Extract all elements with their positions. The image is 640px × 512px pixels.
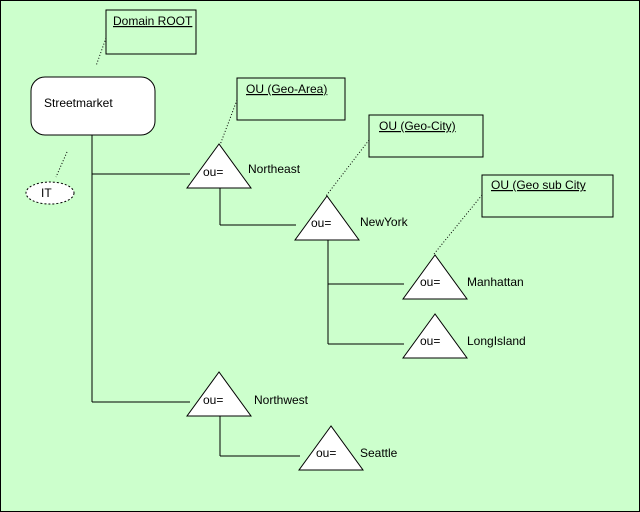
label-northeast: Northeast: [248, 162, 301, 176]
root-node: [30, 76, 156, 136]
geo-city-callout-label: OU (Geo-City): [379, 119, 456, 133]
geo-city-leader: [325, 139, 370, 197]
label-longisland: LongIsland: [467, 334, 526, 348]
geo-area-callout-label: OU (Geo-Area): [246, 82, 327, 96]
ou-prefix-seattle: ou=: [316, 446, 336, 460]
domain-root-callout-label: Domain ROOT: [113, 14, 193, 28]
label-newyork: NewYork: [360, 215, 409, 229]
ou-triangle-northeast: [186, 143, 252, 189]
geo-sub-city-callout-label: OU (Geo sub City: [491, 178, 586, 192]
domain-root-callout-box: [105, 9, 197, 55]
it-node: [25, 181, 75, 205]
ou-prefix-northeast: ou=: [203, 165, 223, 179]
ou-prefix-northwest: ou=: [203, 393, 223, 407]
ou-triangle-northwest: [186, 371, 252, 417]
geo-city-callout-box: [368, 114, 484, 158]
label-seattle: Seattle: [360, 446, 398, 460]
geo-area-callout-box: [236, 77, 346, 121]
it-leader: [55, 151, 68, 178]
ou-prefix-longisland: ou=: [420, 334, 440, 348]
root-node-label: Streetmarket: [44, 96, 113, 110]
geo-sub-city-leader: [433, 194, 483, 255]
geo-area-leader: [219, 99, 238, 146]
ou-triangle-seattle: [298, 425, 364, 471]
label-manhattan: Manhattan: [467, 275, 524, 289]
ou-prefix-manhattan: ou=: [420, 275, 440, 289]
ou-triangle-longisland: [402, 313, 468, 359]
ou-triangle-manhattan: [402, 254, 468, 300]
it-node-label: IT: [41, 186, 52, 200]
geo-sub-city-callout-box: [481, 174, 614, 218]
ou-triangle-newyork: [294, 195, 360, 241]
domain-root-callout-leader: [95, 37, 107, 67]
label-northwest: Northwest: [254, 393, 309, 407]
ou-prefix-newyork: ou=: [311, 216, 331, 230]
